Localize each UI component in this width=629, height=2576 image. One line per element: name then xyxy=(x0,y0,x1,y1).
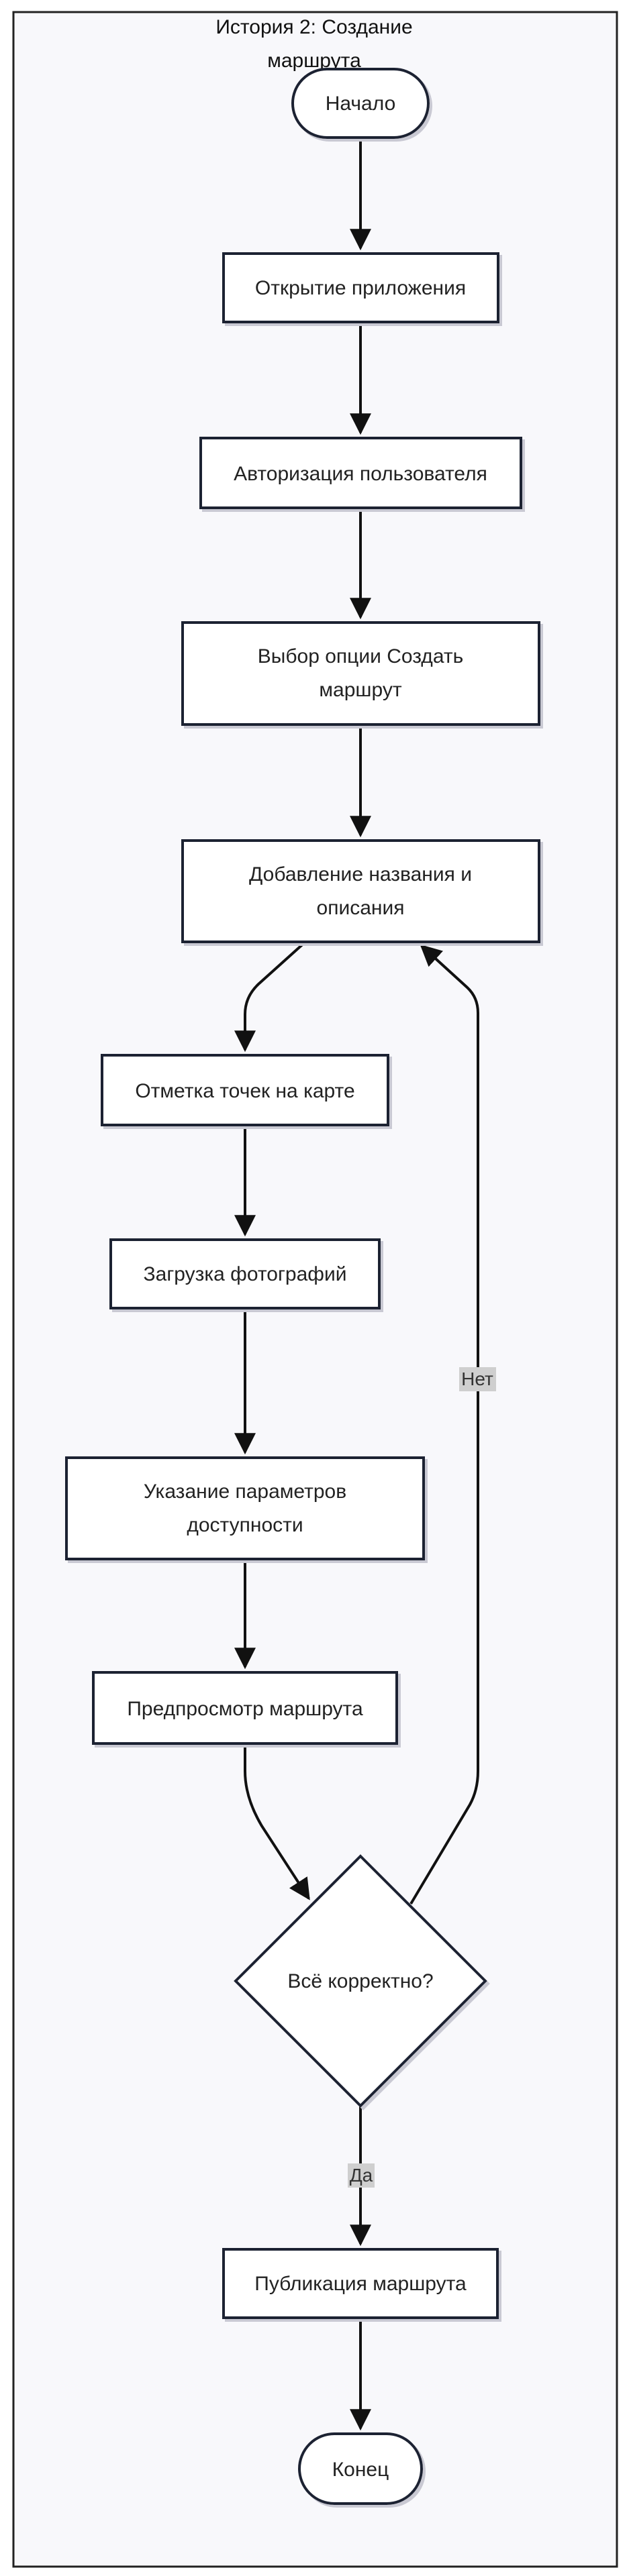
node-accessibility: Указание параметров доступности xyxy=(65,1456,425,1560)
edge-decision-no xyxy=(409,944,479,1905)
edge-add-mark xyxy=(234,941,307,1053)
node-add-name-line2: описания xyxy=(317,897,405,919)
node-mark-points-label: Отметка точек на карте xyxy=(135,1080,354,1102)
edge-label-no-bg xyxy=(459,1367,496,1391)
node-accessibility-shape xyxy=(65,1456,425,1560)
node-publish-label: Публикация маршрута xyxy=(254,2273,467,2295)
node-decision: Всё корректно? xyxy=(234,1854,487,2108)
node-auth: Авторизация пользователя xyxy=(199,437,522,509)
node-publish: Публикация маршрута xyxy=(222,2248,499,2319)
edge-label-no: Нет xyxy=(461,1368,493,1389)
edge-label-yes: Да xyxy=(350,2165,373,2186)
node-open-app-shape xyxy=(222,252,499,323)
node-decision-shape xyxy=(234,1854,487,2108)
node-start-shape xyxy=(291,68,430,139)
node-start-label: Начало xyxy=(326,93,396,115)
node-auth-label: Авторизация пользователя xyxy=(234,463,487,485)
node-choose-option-line2: маршрут xyxy=(319,679,401,701)
node-add-name-line1: Добавление названия и xyxy=(249,863,472,885)
edge-preview-decision xyxy=(244,1743,310,1900)
node-publish-shape xyxy=(222,2248,499,2319)
node-open-app-label: Открытие приложения xyxy=(255,277,466,299)
node-preview-shape xyxy=(92,1671,398,1745)
node-start: Начало xyxy=(291,68,430,139)
node-upload-photos: Загрузка фотографий xyxy=(109,1238,381,1309)
node-choose-option: Выбор опции Создать маршрут xyxy=(181,621,540,726)
cluster-title-line1: История 2: Создание xyxy=(215,16,412,38)
node-open-app: Открытие приложения xyxy=(222,252,499,323)
node-accessibility-line1: Указание параметров xyxy=(144,1481,346,1503)
node-end-shape xyxy=(298,2432,423,2505)
edges xyxy=(234,137,479,2431)
node-preview-label: Предпросмотр маршрута xyxy=(127,1698,363,1720)
node-mark-points: Отметка точек на карте xyxy=(101,1054,389,1126)
node-auth-shape xyxy=(199,437,522,509)
node-end-label: Конец xyxy=(332,2459,389,2481)
node-choose-option-shape xyxy=(181,621,540,726)
node-add-name-shape xyxy=(181,839,540,943)
node-accessibility-line2: доступности xyxy=(187,1514,303,1536)
node-preview: Предпросмотр маршрута xyxy=(92,1671,398,1745)
node-end: Конец xyxy=(298,2432,423,2505)
node-decision-label: Всё корректно? xyxy=(287,1970,433,1992)
edge-label-yes-bg xyxy=(348,2163,375,2188)
node-upload-photos-shape xyxy=(109,1238,381,1309)
node-choose-option-line1: Выбор опции Создать xyxy=(258,645,463,667)
node-add-name: Добавление названия и описания xyxy=(181,839,540,943)
node-upload-photos-label: Загрузка фотографий xyxy=(144,1263,347,1285)
node-mark-points-shape xyxy=(101,1054,389,1126)
